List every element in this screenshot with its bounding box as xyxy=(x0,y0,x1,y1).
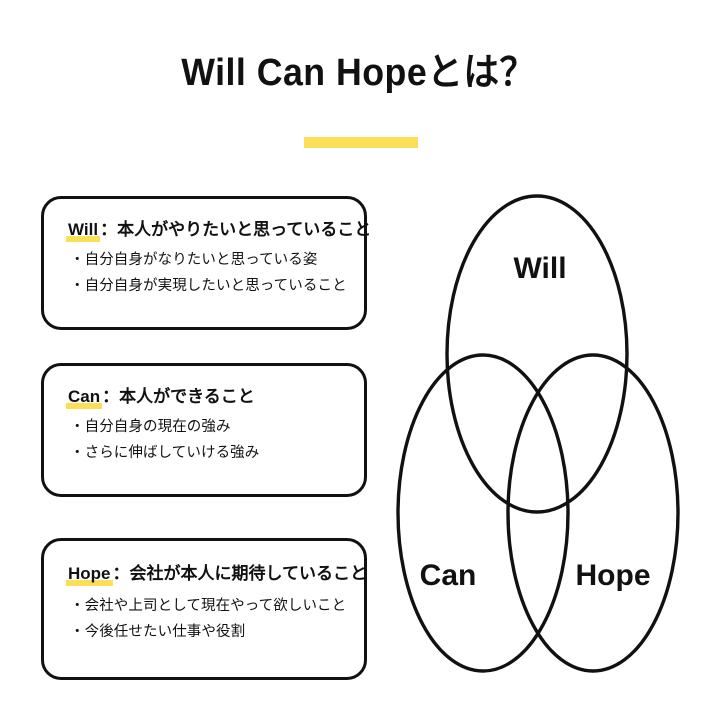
list-item: ・自分自身が実現したいと思っていること xyxy=(70,277,347,294)
card-heading-rest-can: 本人ができること xyxy=(119,387,255,406)
card-bullets-will: ・自分自身がなりたいと思っている姿 ・自分自身が実現したいと思っていること xyxy=(70,253,347,293)
card-keyword-can: Can xyxy=(66,387,103,409)
venn-label-hope: Hope xyxy=(576,559,651,592)
card-separator-hope: ： xyxy=(112,564,130,583)
card-heading-can: Can：本人ができること xyxy=(66,387,255,409)
title-underline-accent xyxy=(304,137,418,148)
card-keyword-will: Will xyxy=(66,220,101,242)
list-item: ・自分自身の現在の強み xyxy=(70,419,231,435)
venn-diagram: Will Can Hope xyxy=(385,185,700,690)
list-item: ・今後任せたい仕事や役割 xyxy=(70,623,246,640)
card-keyword-hope: Hope xyxy=(66,564,113,586)
venn-ellipse-can xyxy=(396,353,570,673)
card-separator-can: ： xyxy=(102,387,120,406)
card-bullets-can: ・自分自身の現在の強み ・さらに伸ばしていける強み xyxy=(70,420,259,460)
card-heading-rest-hope: 会社が本人に期待していること xyxy=(129,564,368,583)
page-title: Will Can Hopeとは？ xyxy=(0,52,717,96)
definition-card-will: Will：本人がやりたいと思っていること ・自分自身がなりたいと思っている姿 ・… xyxy=(41,196,371,330)
list-item: ・会社や上司として現在やって欲しいこと xyxy=(70,598,347,614)
card-separator-will: ： xyxy=(100,220,118,239)
definition-card-hope: Hope：会社が本人に期待していること ・会社や上司として現在やって欲しいこと … xyxy=(41,538,367,680)
card-heading-hope: Hope：会社が本人に期待していること xyxy=(66,564,368,586)
venn-label-will: Will xyxy=(513,252,566,285)
venn-ellipse-hope xyxy=(506,353,680,673)
list-item: ・さらに伸ばしていける強み xyxy=(70,444,260,461)
page-title-text: Will Can Hopeとは？ xyxy=(181,52,536,94)
card-bullets-hope: ・会社や上司として現在やって欲しいこと ・今後任せたい仕事や役割 xyxy=(70,599,346,639)
venn-label-can: Can xyxy=(420,559,477,592)
definition-card-can: Can：本人ができること ・自分自身の現在の強み ・さらに伸ばしていける強み xyxy=(41,363,367,497)
venn-ellipse-will xyxy=(445,194,629,514)
list-item: ・自分自身がなりたいと思っている姿 xyxy=(70,252,318,268)
card-heading-rest-will: 本人がやりたいと思っていること xyxy=(117,220,372,239)
card-heading-will: Will：本人がやりたいと思っていること xyxy=(66,220,372,242)
